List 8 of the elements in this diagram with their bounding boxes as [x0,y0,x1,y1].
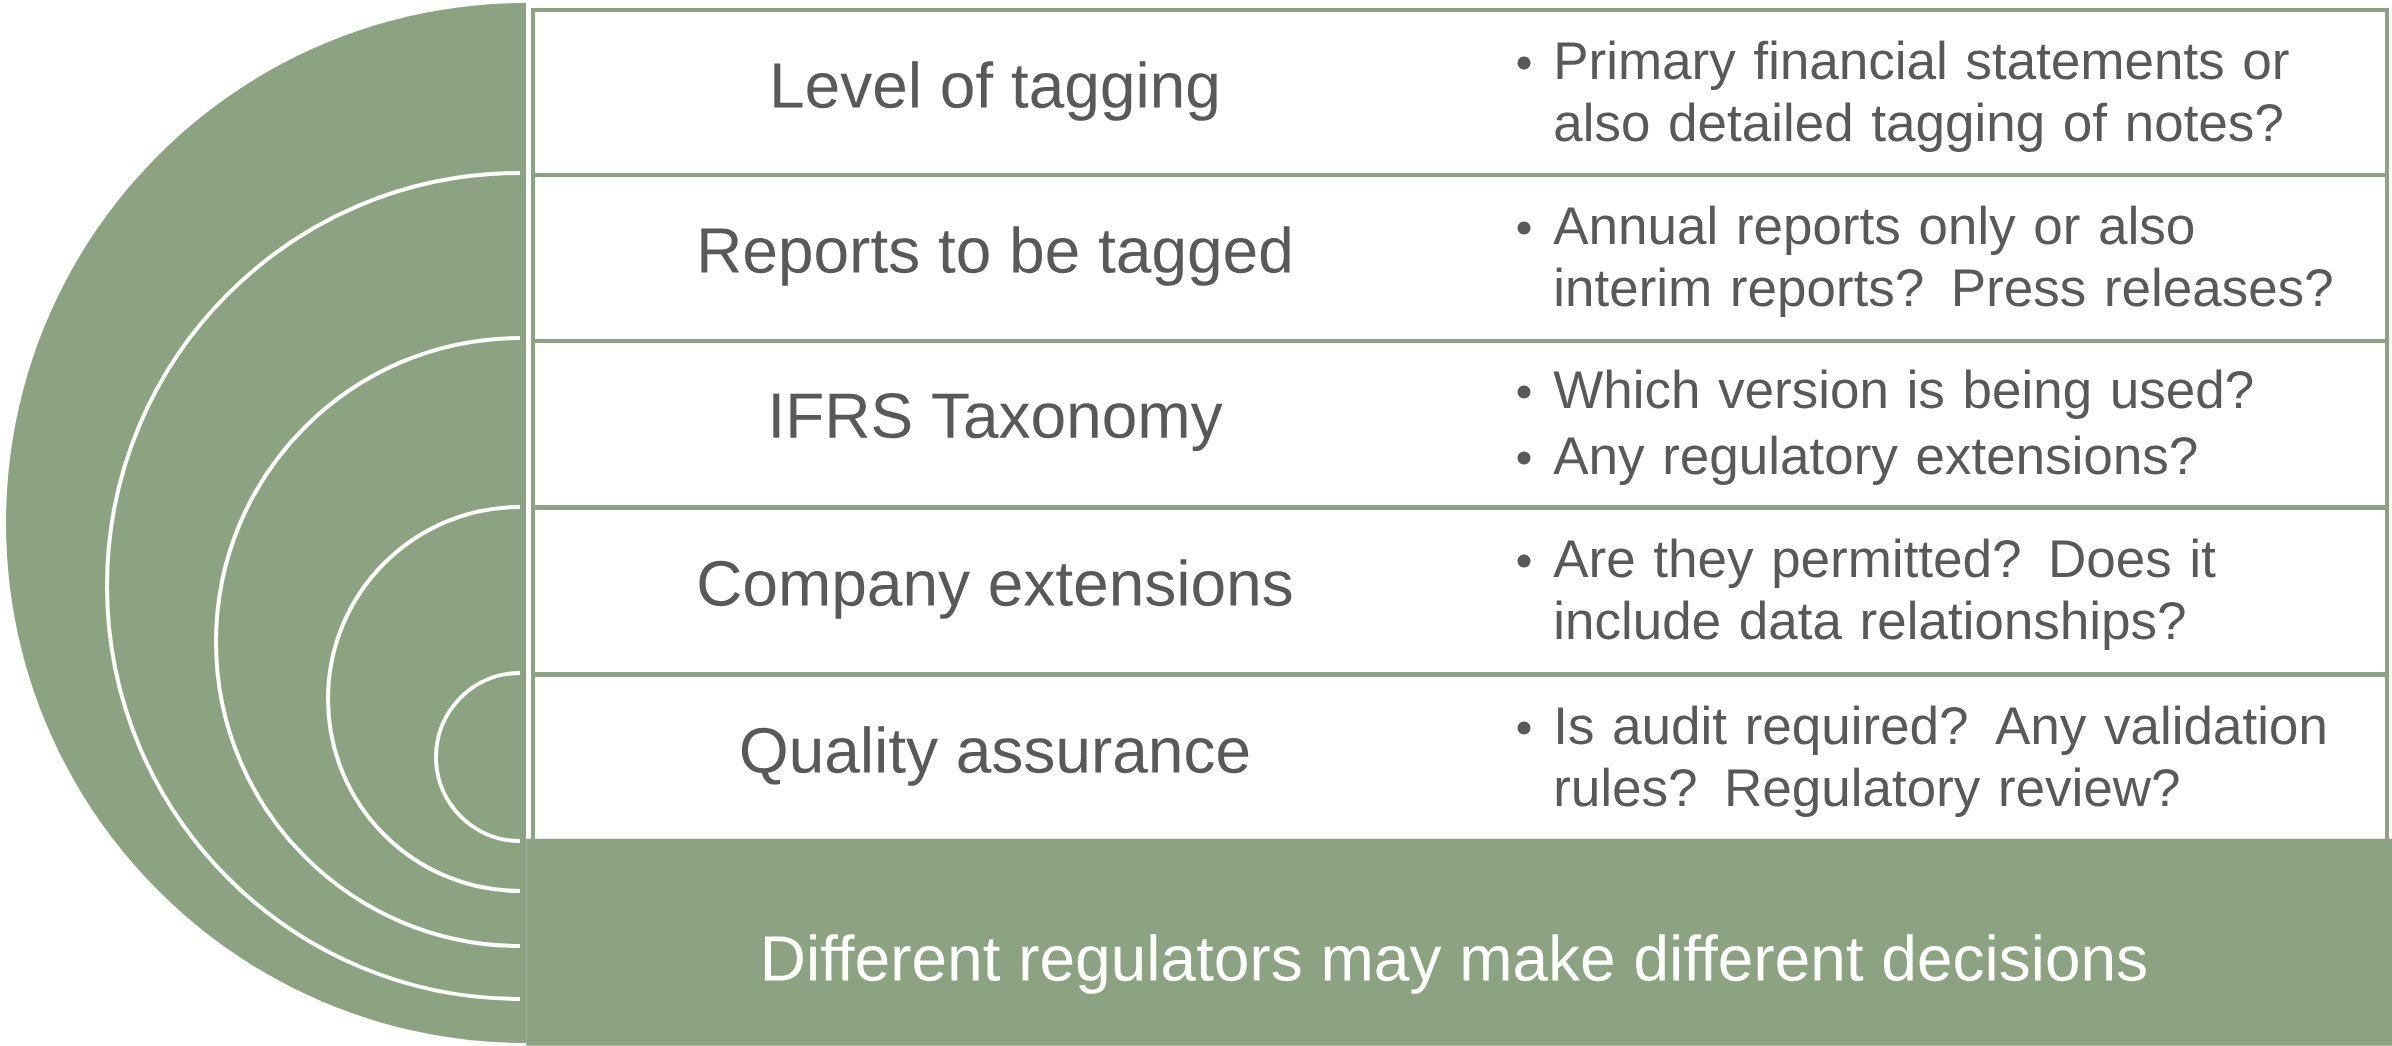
bullet-text: Are they permitted? Does it include data relationships? [1553,538,2216,650]
bullet-text: Is audit required? Any validation rules? Regulatory review? [1556,705,2325,817]
node-label: Different regulators may make different decisions [765,934,2146,994]
bullet-text: Any regulatory extensions? [1553,435,2197,485]
banner: Different regulators may make different decisions [526,838,2392,1046]
bullet-text: Primary financial statements or also detailed tagging of notes? [1555,40,2289,152]
bullet-text: Annual reports only or also interim reports? Press releases? [1553,205,2332,317]
bullet-text: Which version is being used? [1553,369,2253,419]
